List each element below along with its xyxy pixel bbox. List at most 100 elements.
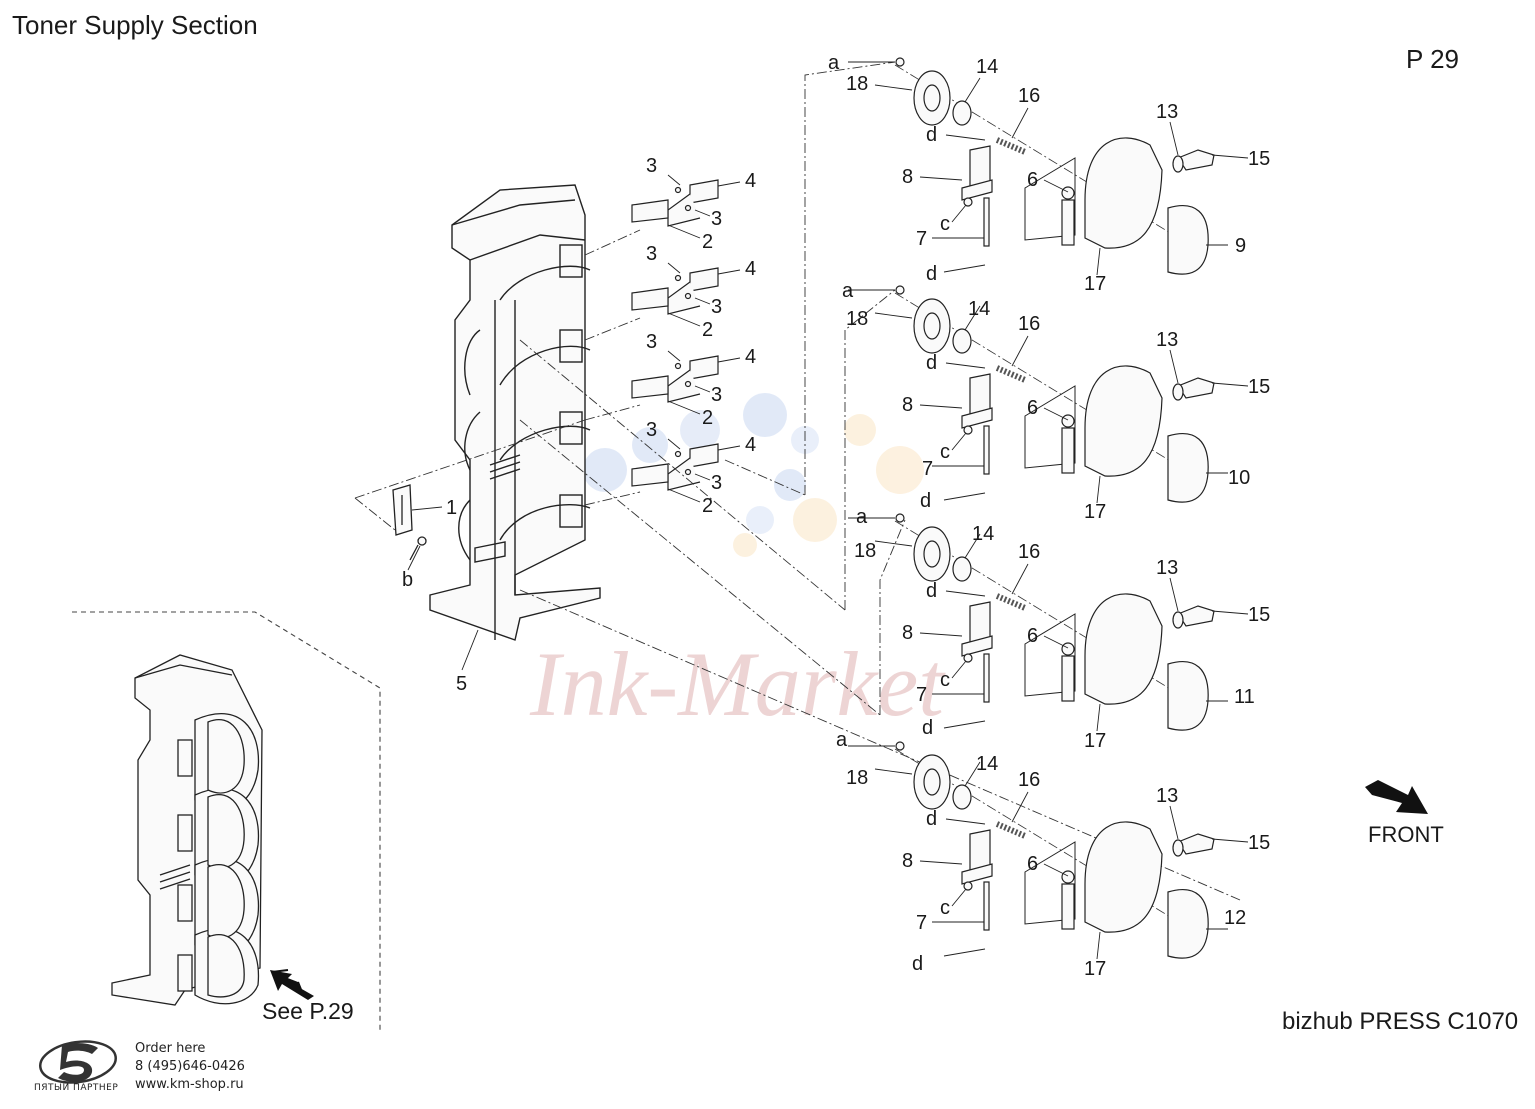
callout-18: 18 xyxy=(846,308,868,330)
callout-4: 4 xyxy=(745,170,756,192)
order-info: Order here 8 (495)646-0426 www.km-shop.r… xyxy=(135,1040,245,1094)
callout-6: 6 xyxy=(1027,625,1038,647)
callout-4: 4 xyxy=(745,346,756,368)
left-callout-labels: 3 4 3 2 3 4 3 2 3 4 3 2 3 4 3 2 1 b 5 xyxy=(402,155,756,695)
callout-13: 13 xyxy=(1156,329,1178,351)
inset-overview xyxy=(72,611,381,1030)
callout-cover: 11 xyxy=(1234,686,1255,708)
callout-8: 8 xyxy=(902,622,913,644)
page-number: P 29 xyxy=(1406,44,1460,74)
callout-c: c xyxy=(940,669,950,691)
callout-14: 14 xyxy=(972,523,994,545)
driving-assemblies xyxy=(894,57,1215,959)
callout-a: a xyxy=(836,729,848,751)
watermark-dots xyxy=(583,393,924,557)
callout-14: 14 xyxy=(968,298,990,320)
callout-d: d xyxy=(926,580,937,602)
callout-d: d xyxy=(922,717,933,739)
callout-d: d xyxy=(926,263,937,285)
callout-17: 17 xyxy=(1084,958,1106,980)
callout-d: d xyxy=(926,124,937,146)
callout-b: b xyxy=(402,569,413,591)
callout-16: 16 xyxy=(1018,541,1040,563)
callout-a: a xyxy=(828,52,840,74)
callout-3: 3 xyxy=(711,296,722,318)
callout-14: 14 xyxy=(976,56,998,78)
callout-16: 16 xyxy=(1018,313,1040,335)
part-1-bracket xyxy=(392,484,427,561)
callout-4: 4 xyxy=(745,434,756,456)
callout-14: 14 xyxy=(976,753,998,775)
assembly-callout-labels: a 18 14 16 d 8 6 c 7 d 13 15 9 17 a 18 1… xyxy=(828,52,1270,980)
callout-3: 3 xyxy=(711,472,722,494)
callout-d: d xyxy=(926,352,937,374)
model-name: bizhub PRESS C1070 xyxy=(1282,1008,1519,1035)
callout-16: 16 xyxy=(1018,85,1040,107)
callout-18: 18 xyxy=(846,767,868,789)
bracket-sets xyxy=(631,179,719,491)
callout-8: 8 xyxy=(902,394,913,416)
callout-2: 2 xyxy=(702,319,713,341)
toner-frame-part-5 xyxy=(429,184,601,641)
callout-2: 2 xyxy=(702,495,713,517)
callout-6: 6 xyxy=(1027,169,1038,191)
callout-13: 13 xyxy=(1156,101,1178,123)
partner-name: ПЯТЫЙ ПАРТНЕР xyxy=(34,1083,119,1093)
order-heading: Order here xyxy=(135,1041,206,1056)
assembly-4-labels: a 18 14 16 d 8 6 c 7 d 13 15 12 17 xyxy=(836,729,1270,980)
callout-13: 13 xyxy=(1156,557,1178,579)
assembly-1-labels: a 18 14 16 d 8 6 c 7 d 13 15 9 17 xyxy=(828,52,1270,295)
partner-logo xyxy=(39,1040,117,1084)
callout-15: 15 xyxy=(1248,148,1270,170)
assembly-3-labels: a 18 14 16 d 8 6 c 7 d 13 15 11 17 xyxy=(854,506,1270,752)
callout-leaders xyxy=(407,61,1249,960)
callout-13: 13 xyxy=(1156,785,1178,807)
callout-7: 7 xyxy=(922,458,933,480)
callout-15: 15 xyxy=(1248,832,1270,854)
front-label: FRONT xyxy=(1368,822,1444,847)
order-website-link[interactable]: www.km-shop.ru xyxy=(135,1077,244,1092)
leader-line-part-1 xyxy=(354,419,586,531)
callout-7: 7 xyxy=(916,228,927,250)
callout-c: c xyxy=(940,441,950,463)
callout-17: 17 xyxy=(1084,501,1106,523)
callout-a: a xyxy=(856,506,868,528)
callout-7: 7 xyxy=(916,684,927,706)
callout-6: 6 xyxy=(1027,397,1038,419)
callout-2: 2 xyxy=(702,231,713,253)
callout-3: 3 xyxy=(711,384,722,406)
callout-cover: 12 xyxy=(1224,907,1246,929)
callout-4: 4 xyxy=(745,258,756,280)
callout-cover: 10 xyxy=(1228,467,1250,489)
callout-7: 7 xyxy=(916,912,927,934)
callout-d: d xyxy=(920,490,931,512)
callout-3: 3 xyxy=(646,155,657,177)
callout-d: d xyxy=(926,808,937,830)
callout-3: 3 xyxy=(646,243,657,265)
callout-5: 5 xyxy=(456,673,467,695)
callout-17: 17 xyxy=(1084,273,1106,295)
callout-16: 16 xyxy=(1018,769,1040,791)
callout-6: 6 xyxy=(1027,853,1038,875)
callout-8: 8 xyxy=(902,166,913,188)
callout-cover: 9 xyxy=(1235,235,1246,257)
callout-2: 2 xyxy=(702,407,713,429)
callout-1: 1 xyxy=(446,497,457,519)
callout-3: 3 xyxy=(711,208,722,230)
front-arrow-icon xyxy=(1365,780,1428,814)
callout-3: 3 xyxy=(646,419,657,441)
callout-15: 15 xyxy=(1248,376,1270,398)
assembly-2-labels: a 18 14 16 d 8 6 c 7 d 13 15 10 17 xyxy=(842,280,1270,523)
callout-18: 18 xyxy=(846,73,868,95)
callout-c: c xyxy=(940,213,950,235)
callout-8: 8 xyxy=(902,850,913,872)
callout-18: 18 xyxy=(854,540,876,562)
callout-c: c xyxy=(940,897,950,919)
callout-d: d xyxy=(912,953,923,975)
order-phone: 8 (495)646-0426 xyxy=(135,1059,245,1074)
callout-17: 17 xyxy=(1084,730,1106,752)
callout-3: 3 xyxy=(646,331,657,353)
callout-15: 15 xyxy=(1248,604,1270,626)
page-title: Toner Supply Section xyxy=(12,10,258,40)
